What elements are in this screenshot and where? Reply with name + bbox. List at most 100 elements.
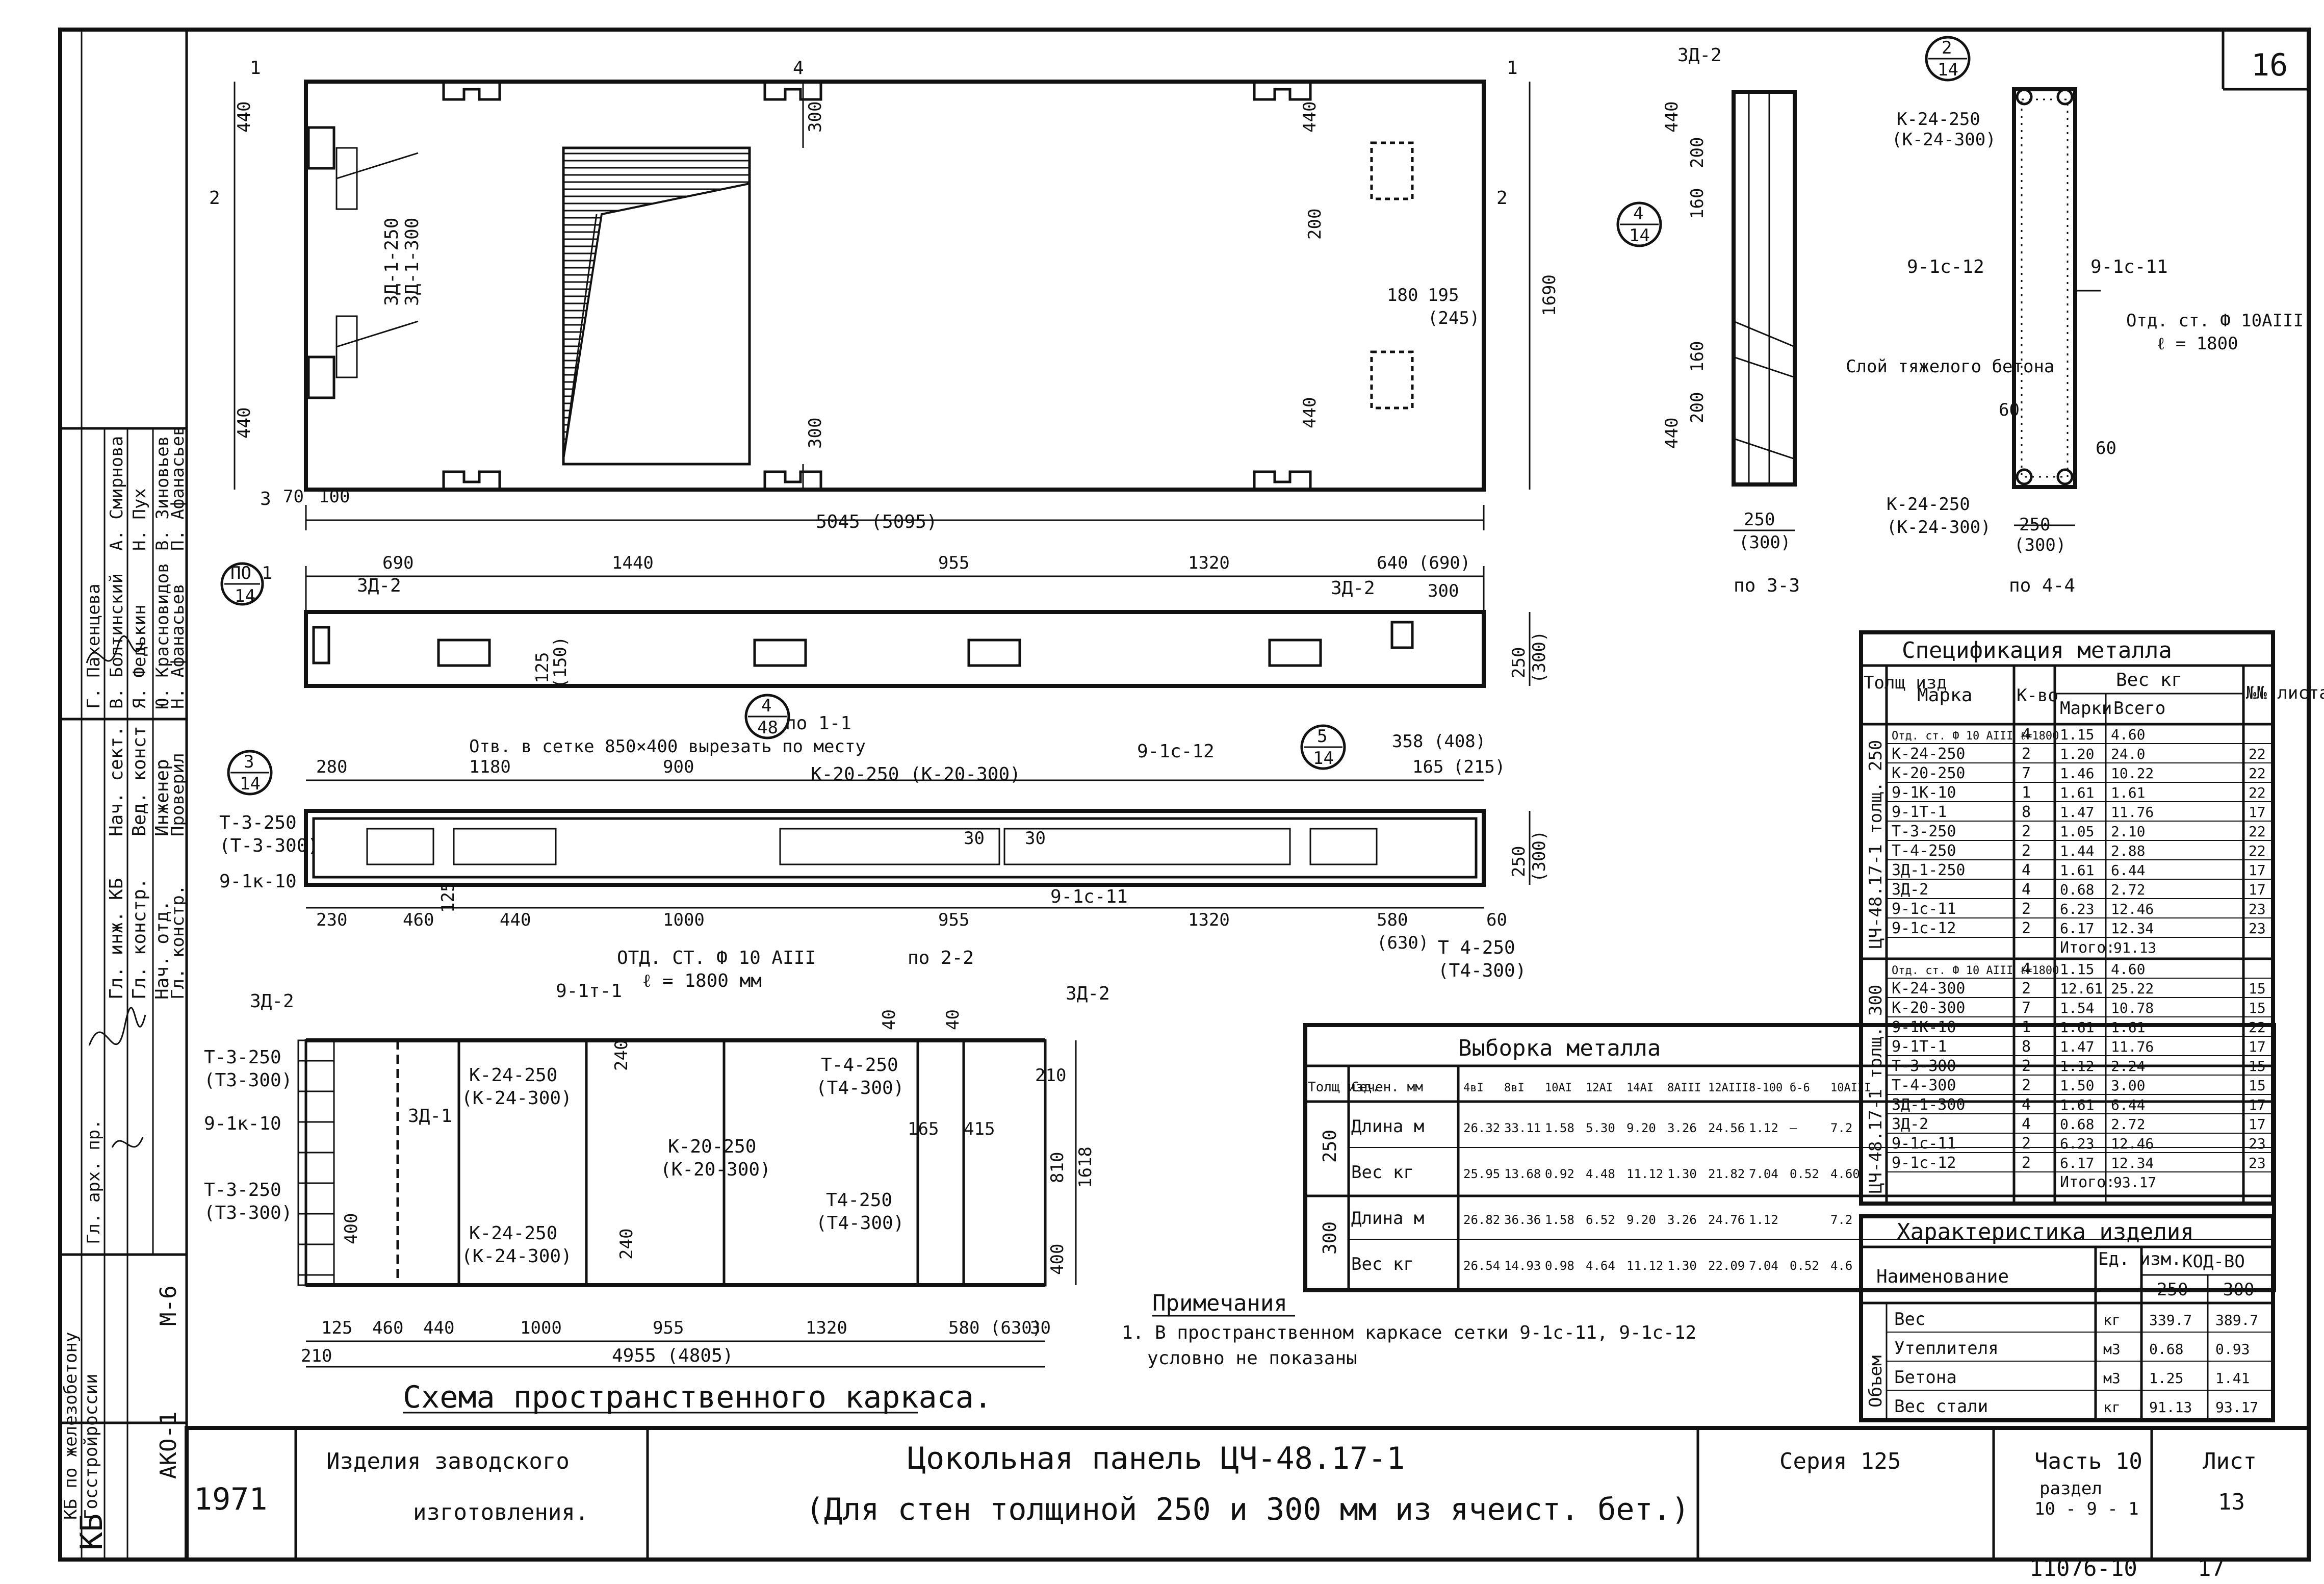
label-t3-250: Т-3-250 (219, 812, 297, 833)
code-m: М-6 (156, 1286, 182, 1326)
frame-label-t3-250-b: Т-3-250 (204, 1180, 281, 1200)
spec-g2-mark-8: ЗД-2 (1892, 1115, 1928, 1133)
spec-g1-wtotal-10: 12.34 (2111, 920, 2154, 937)
label-9-1c-12: 9-1с-12 (1137, 741, 1215, 762)
sel-cell-0-2: 26.32 (1463, 1121, 1500, 1135)
spec-h-weight: Вес кг (2116, 670, 2182, 691)
char-v300-0: 389.7 (2215, 1312, 2258, 1328)
spec-g2-wtotal-0: 4.60 (2111, 961, 2145, 978)
sheet-label: Лист (2203, 1448, 2257, 1474)
s44-rebar-2: ℓ = 1800 (2157, 334, 2238, 354)
spec-g2-mark-0: Отд. ст. Ф 10 АIII ℓ=1800 (1892, 964, 2059, 977)
spec-g2-mark-10: 9-1с-12 (1892, 1154, 1956, 1172)
char-h-code: КОД-ВО (2182, 1251, 2245, 1272)
plan-mid: по 1-1 Отв. в сетке 850×400 вырезать по … (219, 694, 1550, 981)
sel-header-9: 8-100 (1749, 1082, 1783, 1094)
spec-g1-wmark-7: 1.61 (2060, 862, 2094, 879)
sel-header-2: 4вI (1463, 1082, 1484, 1094)
spec-g2-wmark-0: 1.15 (2060, 961, 2094, 978)
section-value: 10 - 9 - 1 (2034, 1499, 2139, 1519)
spec-g1-wmark-5: 1.05 (2060, 823, 2094, 840)
stamp-role-1: Гл. инж. КБ (106, 878, 127, 1000)
label-9-1k-10: 9-1к-10 (219, 871, 297, 892)
spec-g1-total-label: Итого: (2060, 939, 2115, 957)
spec-g1-wmark-10: 6.17 (2060, 920, 2094, 937)
sel-cell-3-1: Вес кг (1351, 1254, 1414, 1274)
spec-h-mark: Марка (1917, 685, 1972, 706)
stamp-name-7: Н. Пух (130, 488, 150, 551)
sel-cell-1-6: 11.12 (1626, 1167, 1663, 1181)
spec-g1-mark-5: Т-3-250 (1892, 823, 1956, 840)
signatures (86, 635, 146, 1148)
series: Серия 125 (1779, 1448, 1901, 1474)
spec-h-total: Всего (2113, 698, 2165, 719)
stamp-name-3: Ю. Красновидов (152, 563, 173, 709)
section-2-2-title: по 2-2 (908, 948, 974, 968)
plan-top-dim-2: 1440 (612, 553, 654, 573)
year: 1971 (194, 1481, 268, 1517)
s44-k24-300: (К-24-300) (1892, 130, 1996, 150)
plan-mid-bot-dim-7: 580 (1377, 910, 1408, 930)
sel-header-1: Сечен. мм (1351, 1080, 1423, 1095)
s44-k24-250: К-24-250 (1897, 109, 1980, 130)
frame-label-k20-300: (К-20-300) (660, 1159, 771, 1180)
elev-dim-11: 440 (234, 407, 254, 439)
spec-g1-total-value: 91.13 (2113, 939, 2156, 956)
plan-mid-bot-dim-8: (630) (1377, 933, 1429, 953)
spec-g1-wtotal-1: 24.0 (2111, 746, 2145, 762)
elev-dim-length: 5045 (5095) (816, 512, 937, 532)
spec-g2-sheet-1: 15 (2249, 980, 2266, 997)
stamp-name-4: Н. Афанасьев (168, 583, 188, 709)
spec-g1-wmark-0: 1.15 (2060, 726, 2094, 743)
spec-g1-sheet-6: 22 (2249, 842, 2266, 859)
frame-dim-r2: 165 (908, 1119, 939, 1139)
spec-g1-sheet-4: 17 (2249, 804, 2266, 821)
callout-circle-3 (227, 750, 273, 796)
spec-g1-wtotal-2: 10.22 (2111, 765, 2154, 782)
frame-label-k24-250-b: К-24-250 (469, 1223, 557, 1244)
elev-dim-2: 300 (805, 101, 825, 133)
plan-mid-bot-dim-6: 1320 (1188, 910, 1230, 930)
stamp-name-1: В. Болтинский (107, 573, 127, 709)
spec-g1-wtotal-5: 2.10 (2111, 823, 2145, 840)
spec-g1-sheet-5: 22 (2249, 823, 2266, 840)
label-30-a: 30 (964, 828, 985, 849)
s44-heavy-concrete: Слой тяжелого бетона (1846, 356, 2054, 377)
spec-g1-mark-3: 9-1К-10 (1892, 784, 1956, 802)
frame-label-t4-300-a: (Т4-300) (816, 1078, 904, 1098)
section-mark-1b: 1 (1507, 58, 1518, 79)
spec-title: Спецификация металла (1902, 637, 2172, 663)
char-unit-1: м3 (2103, 1341, 2121, 1358)
plan-mid-bot-dim-1: 230 (316, 910, 347, 930)
spec-g2-mark-1: К-24-300 (1892, 980, 1966, 998)
spec-g1-wmark-9: 6.23 (2060, 901, 2094, 917)
spec-g2-qty-10: 2 (2022, 1154, 2031, 1172)
stamp-name-6: А. Смирнова (107, 436, 127, 551)
sel-cell-3-8: 22.09 (1708, 1259, 1745, 1273)
frame-label-t3-300-a: (Т3-300) (204, 1070, 292, 1091)
frame-dim-r4: 810 (1047, 1152, 1068, 1183)
label-t3-300: (Т-3-300) (219, 835, 319, 856)
char-h-name: Наименование (1876, 1266, 2009, 1287)
spec-g2-wmark-4: 1.47 (2060, 1038, 2094, 1055)
sel-cell-2-7: 3.26 (1667, 1213, 1697, 1227)
sel-header-11: 10АIII (1830, 1082, 1871, 1094)
plan-mid-bot-dim-3: 440 (500, 910, 531, 930)
frame-label-zd1: ЗД-1 (408, 1106, 452, 1127)
callout-circle-4 (744, 694, 790, 739)
s33-dim-4: 160 (1687, 341, 1708, 372)
sel-cell-3-10: 0.52 (1790, 1259, 1819, 1273)
spec-g2-qty-7: 4 (2022, 1096, 2031, 1114)
section-label: раздел (2039, 1478, 2102, 1499)
sel-cell-1-11: 4.60 (1830, 1167, 1860, 1181)
label-9-1c-11: 9-1с-11 (1050, 886, 1128, 907)
callout-s33-num: 4 (1633, 203, 1643, 224)
sel-cell-1-7: 1.30 (1667, 1167, 1697, 1181)
char-v250-2: 1.25 (2149, 1370, 2183, 1387)
spec-g1-sheet-9: 23 (2249, 901, 2266, 917)
section-4-4-title: по 4-4 (2009, 575, 2075, 596)
char-v250-0: 339.7 (2149, 1312, 2192, 1328)
spec-g2-total-label: Итого: (2060, 1173, 2115, 1191)
product-type-1: Изделия заводского (326, 1448, 570, 1474)
